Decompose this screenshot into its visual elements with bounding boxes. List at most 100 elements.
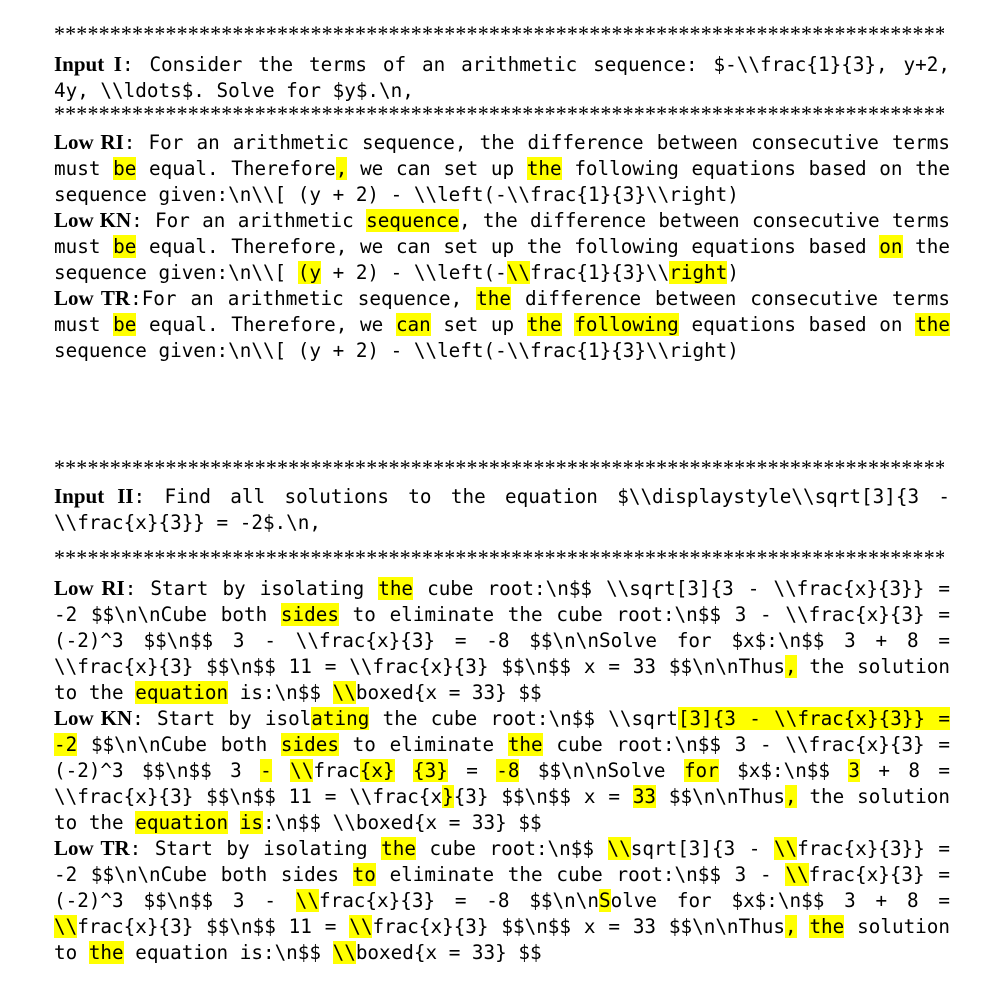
input-2-text: Find all solutions to the equation $\\di…: [54, 485, 950, 534]
text-segment: difference between consecutive terms mus…: [54, 287, 950, 336]
highlighted-token: sequence: [366, 209, 459, 232]
text-segment: {3} $$\n$$ x =: [453, 785, 633, 808]
highlighted-token: to: [352, 863, 376, 886]
text-segment: solution to: [54, 915, 951, 964]
row-label: Low KN: [54, 208, 132, 232]
text-segment: $$\n\nSolve: [519, 759, 684, 782]
highlighted-token: 3: [848, 759, 861, 782]
text-segment: olve for $x$:\n$$ 3 + 8 =: [610, 889, 951, 912]
highlighted-token: the: [526, 313, 562, 336]
text-segment: following equations based on the sequenc…: [54, 157, 951, 206]
text-segment: to eliminate: [338, 733, 508, 756]
text-segment: cube root:\n$$ 3 - \\frac{x}{3} = (-2)^3…: [54, 733, 950, 782]
text-segment: Consider the terms of an arithmetic sequ…: [54, 53, 950, 102]
text-segment: [395, 759, 413, 782]
text-segment: + 2) - \\left(-: [321, 261, 507, 284]
row-label-sep: :: [130, 287, 142, 310]
text-segment: we can set up: [347, 157, 527, 180]
highlighted-token: sides: [280, 733, 339, 756]
text-segment: equation is:\n$$: [123, 941, 333, 964]
row-label-sep: :: [129, 837, 155, 860]
text-segment: sqrt[3]{3 -: [630, 837, 774, 860]
row-label: Low TR: [54, 286, 131, 310]
text-segment: sequence given:\n\\[ (y + 2) - \\left(-\…: [54, 339, 739, 362]
highlighted-token: \\: [506, 261, 530, 284]
row-1-low-tr: Low TR:For an arithmetic sequence, the d…: [54, 285, 951, 364]
input-1-text: Consider the terms of an arithmetic sequ…: [54, 53, 950, 102]
row-1-low-kn: Low KN: For an arithmetic sequence, the …: [54, 207, 950, 286]
input-2: Input II: Find all solutions to the equa…: [54, 483, 950, 536]
text-segment: =: [447, 759, 497, 782]
text-segment: [562, 313, 575, 336]
row-label-sep: :: [123, 131, 149, 154]
highlighted-token: }: [442, 785, 454, 808]
row-text: Start by isolating the cube root:\n$$ \\…: [54, 837, 950, 964]
text-segment: cube root:\n$$ \\sqrt[3]{3 - \\frac{x}{3…: [54, 577, 951, 626]
highlighted-token: the: [915, 313, 951, 336]
text-segment: frac{x}{3} $$\n$$ x = 33 $$\n\nThus: [372, 915, 785, 938]
highlighted-token: \\: [332, 681, 356, 704]
text-segment: equal. Therefore: [136, 157, 336, 180]
text-segment: frac{x}{3} $$\n$$ 11 =: [77, 915, 350, 938]
highlighted-token: (y: [297, 261, 321, 284]
row-text: For an arithmetic sequence, the differen…: [54, 131, 950, 206]
row-label: Low RI: [54, 130, 124, 154]
row-1-low-ri: Low RI: For an arithmetic sequence, the …: [54, 129, 950, 208]
row-2-low-ri: Low RI: Start by isolating the cube root…: [54, 575, 950, 706]
highlighted-token: \\: [773, 837, 798, 860]
row-label-sep: :: [131, 209, 156, 232]
highlighted-token: S: [598, 889, 611, 912]
text-segment: Start by isolating: [150, 577, 379, 600]
highlighted-token: \\: [54, 915, 78, 938]
row-2-low-tr: Low TR: Start by isolating the cube root…: [54, 835, 950, 966]
highlighted-token: be: [113, 157, 137, 180]
highlighted-token: ating: [311, 707, 370, 730]
text-segment: Find all solutions to the equation $\\di…: [54, 485, 951, 534]
text-segment: equal. Therefore, we can set up the foll…: [136, 235, 880, 258]
highlighted-token: is: [239, 811, 263, 834]
input-1: Input I: Consider the terms of an arithm…: [54, 51, 950, 104]
row-label: Low TR: [54, 836, 130, 860]
highlighted-token: for: [683, 759, 719, 782]
row-text: Start by isolating the cube root:\n$$ \\…: [54, 707, 950, 834]
text-segment: frac{x}{3} = -8 $$\n\n: [318, 889, 599, 912]
separator-line: ****************************************…: [54, 23, 944, 45]
text-segment: the solution to the: [54, 655, 950, 704]
text-segment: set up: [430, 313, 527, 336]
text-segment: the sequence given:\n\\[: [54, 235, 951, 284]
highlighted-token: -8: [496, 759, 520, 782]
text-segment: frac{x}{3} = (-2)^3 $$\n$$ 3 -: [54, 863, 950, 912]
text-segment: boxed{x = 33} $$: [355, 681, 542, 704]
input-2-label-sep: :: [133, 485, 165, 508]
text-segment: :\n$$ \\boxed{x = 33} $$: [262, 811, 542, 834]
text-segment: For an arithmetic sequence, the differen…: [54, 131, 950, 180]
row-label-sep: :: [124, 577, 151, 600]
text-segment: equations based on: [678, 313, 916, 336]
highlighted-token: the: [526, 157, 562, 180]
highlighted-token: \\: [349, 915, 373, 938]
text-segment: frac{x}{3}} = -2 $$\n\nCube both sides: [54, 837, 950, 886]
text-segment: + 8 = \\frac{x}{3} $$\n$$ 11 = \\frac{x: [54, 759, 951, 808]
row-label-sep: :: [132, 707, 158, 730]
highlighted-token: on: [879, 235, 903, 258]
text-segment: eliminate the cube root:\n$$ 3 -: [375, 863, 786, 886]
input-1-label: Input I: [54, 52, 122, 76]
highlighted-token: ,: [784, 915, 797, 938]
text-segment: equal. Therefore, we: [136, 313, 396, 336]
text-segment: is:\n$$: [228, 681, 333, 704]
highlighted-token: -: [260, 759, 272, 782]
highlighted-token: be: [113, 235, 137, 258]
highlighted-token: following: [574, 313, 679, 336]
text-segment: Start by isolating: [154, 837, 382, 860]
highlighted-token: \\: [785, 863, 809, 886]
text-segment: frac: [313, 759, 360, 782]
text-segment: Start by isol: [157, 707, 312, 730]
text-segment: [228, 811, 240, 834]
highlighted-token: \\: [332, 941, 356, 964]
highlighted-token: the: [507, 733, 543, 756]
text-segment: [797, 915, 810, 938]
text-segment: For an arithmetic: [155, 209, 367, 232]
text-segment: For an arithmetic sequence,: [141, 287, 477, 310]
text-segment: the cube root:\n$$ \\sqrt: [369, 707, 678, 730]
highlighted-token: equation: [135, 681, 229, 704]
